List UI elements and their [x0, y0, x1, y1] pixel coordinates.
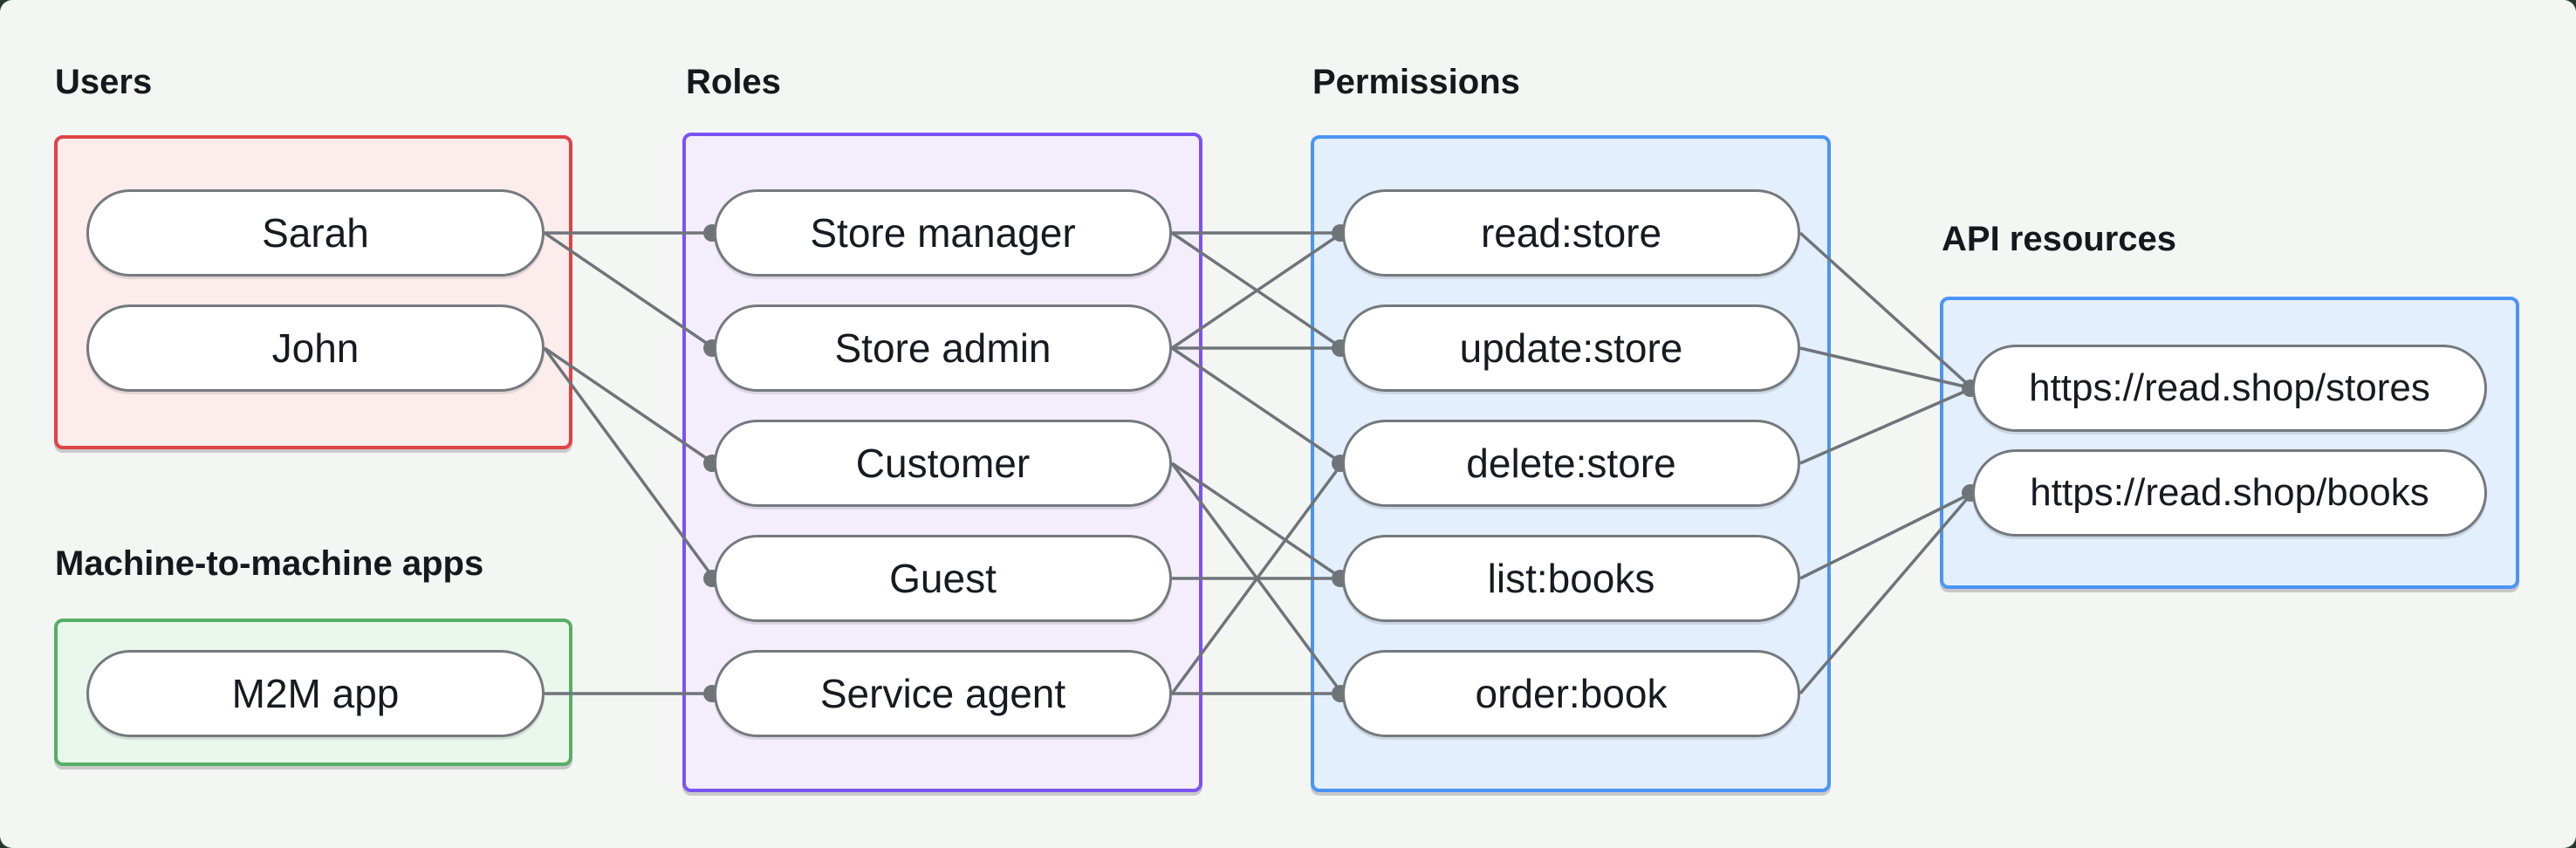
node-permission-list-books[interactable]: list:books — [1342, 535, 1800, 622]
node-permission-update-store[interactable]: update:store — [1342, 304, 1800, 392]
users-group-box — [54, 135, 572, 449]
api-resources-group-box — [1940, 297, 2519, 589]
api-resources-group-label: API resources — [1942, 220, 2177, 258]
permissions-group-label: Permissions — [1312, 63, 1520, 101]
node-role-store-admin[interactable]: Store admin — [714, 304, 1172, 392]
node-permission-read-store[interactable]: read:store — [1342, 189, 1800, 277]
node-user-john[interactable]: John — [86, 304, 545, 392]
node-m2m-app[interactable]: M2M app — [86, 650, 545, 737]
node-role-store-manager[interactable]: Store manager — [714, 189, 1172, 277]
roles-group-label: Roles — [686, 63, 781, 101]
node-role-guest[interactable]: Guest — [714, 535, 1172, 622]
node-role-service-agent[interactable]: Service agent — [714, 650, 1172, 737]
node-permission-delete-store[interactable]: delete:store — [1342, 420, 1800, 507]
node-api-resource-books[interactable]: https://read.shop/books — [1972, 449, 2487, 537]
users-group-label: Users — [55, 63, 153, 101]
m2m-group-label: Machine-to-machine apps — [55, 544, 484, 583]
node-user-sarah[interactable]: Sarah — [86, 189, 545, 277]
node-role-customer[interactable]: Customer — [714, 420, 1172, 507]
node-api-resource-stores[interactable]: https://read.shop/stores — [1972, 345, 2487, 432]
node-permission-order-book[interactable]: order:book — [1342, 650, 1800, 737]
